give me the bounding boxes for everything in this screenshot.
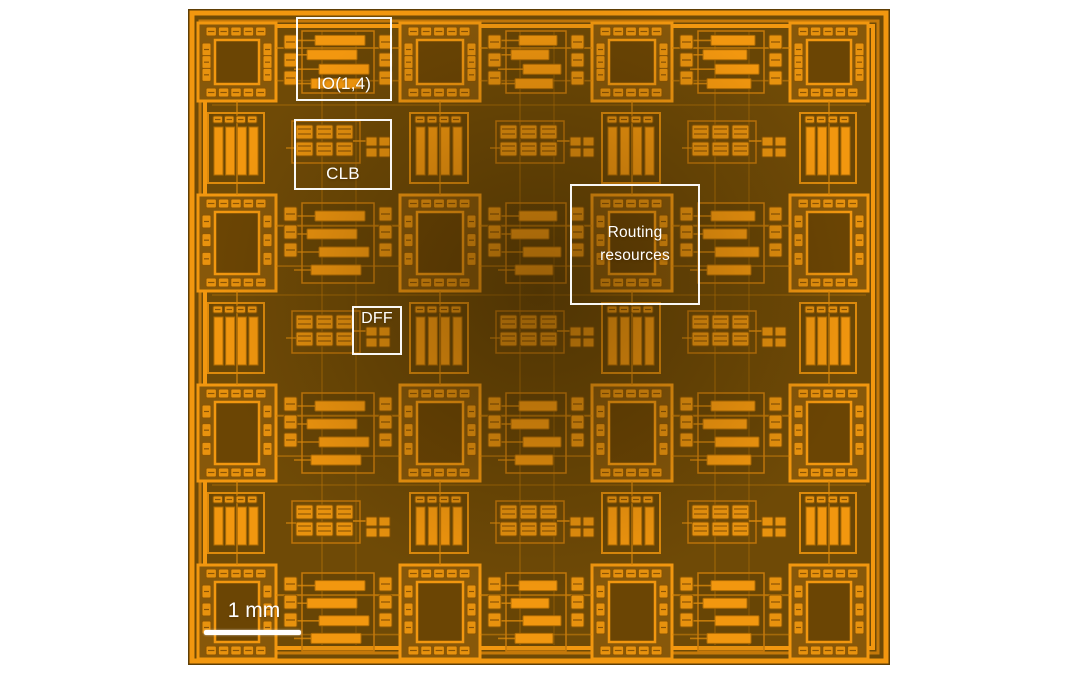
scale-bar-label: 1 mm bbox=[227, 599, 281, 622]
annotation-routing-line1: Routing bbox=[607, 224, 663, 242]
annotation-io-box: IO(1,4) bbox=[296, 17, 392, 101]
annotation-clb-box: CLB bbox=[294, 119, 392, 190]
annotation-io-label: IO(1,4) bbox=[316, 74, 372, 93]
annotation-clb-label: CLB bbox=[326, 164, 360, 183]
fpga-die-micrograph bbox=[188, 9, 890, 665]
annotation-routing-box: Routing resources bbox=[570, 184, 700, 305]
annotation-routing-label: Routing resources bbox=[600, 222, 670, 267]
annotation-routing-line2: resources bbox=[600, 246, 670, 264]
annotation-dff-box: DFF bbox=[352, 306, 402, 355]
scale-bar-line bbox=[204, 630, 301, 635]
annotation-dff-label: DFF bbox=[361, 310, 393, 327]
